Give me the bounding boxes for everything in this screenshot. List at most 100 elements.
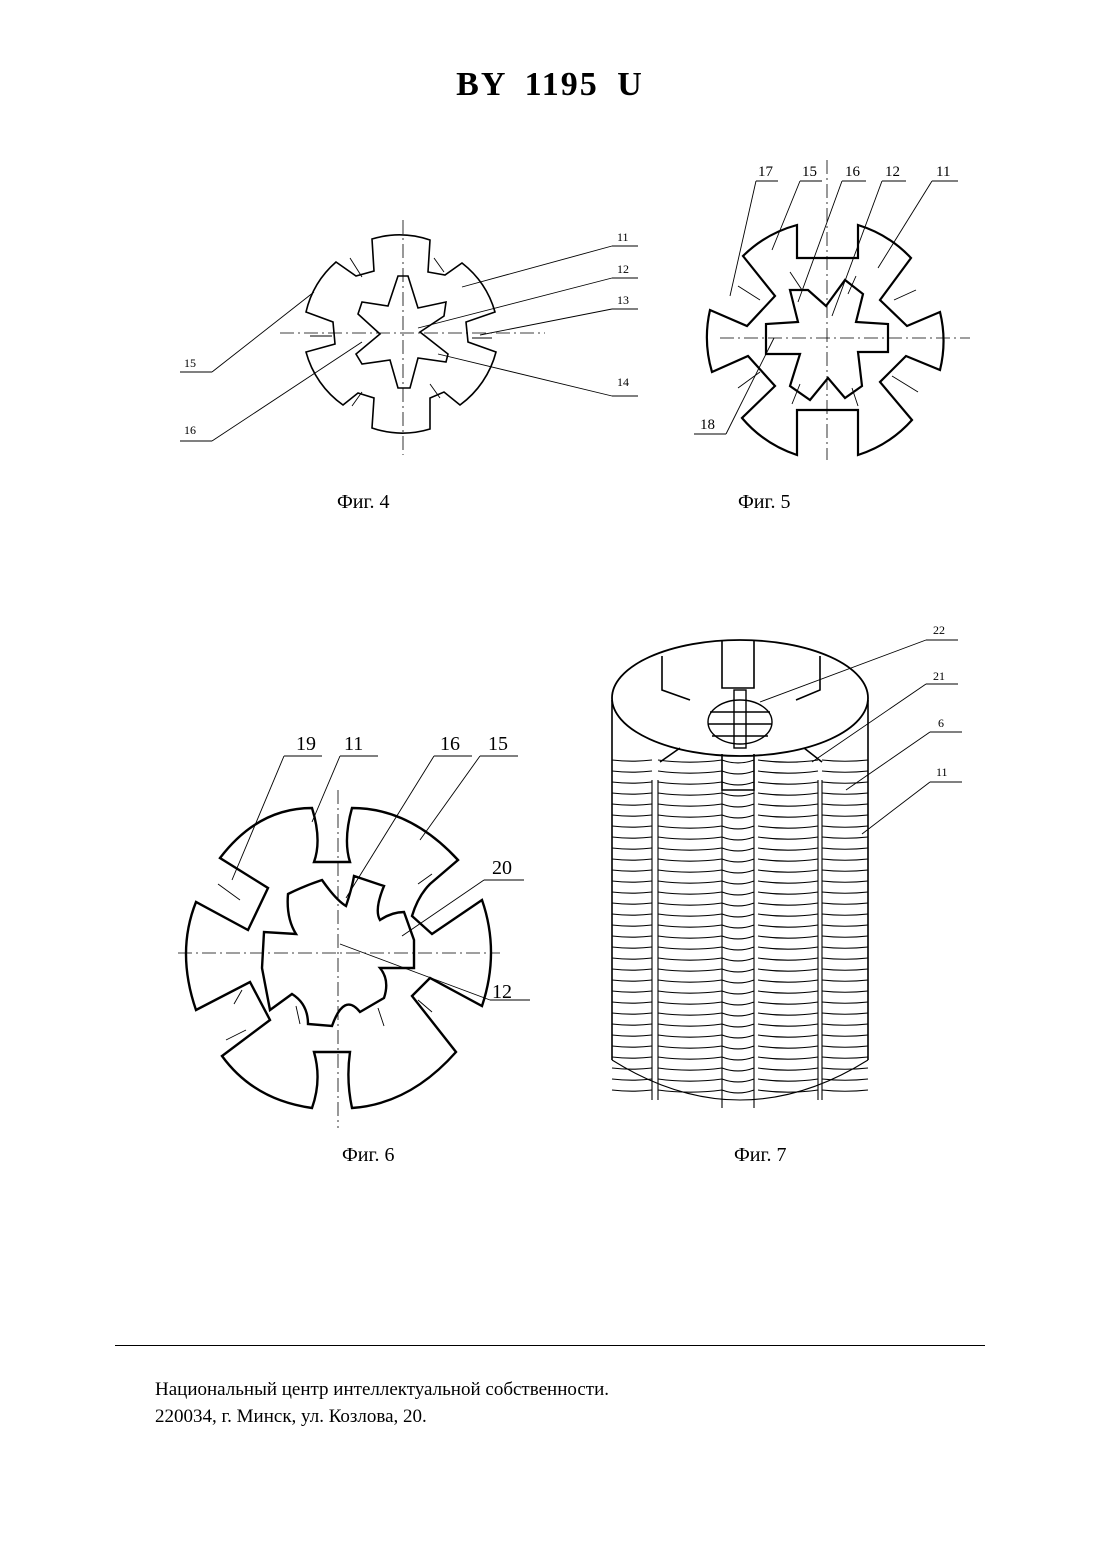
footer-divider — [115, 1345, 985, 1346]
fig7-lamination-line — [658, 958, 722, 960]
fig7-bottom-edge — [612, 1060, 868, 1100]
fig7-lamination-line — [612, 958, 652, 959]
fig7-lamination-line — [612, 1068, 652, 1069]
fig7-lamination-line — [658, 771, 722, 773]
footer: Национальный центр интеллектуальной собс… — [155, 1376, 609, 1430]
fig7-lamination-line — [722, 1024, 754, 1027]
fig7-lamination-line — [758, 760, 818, 762]
fig7-lamination-line — [722, 760, 754, 763]
fig7-lamination-line — [722, 771, 754, 774]
fig7-lamination-line — [612, 1035, 652, 1036]
fig7-lamination-line — [822, 804, 868, 805]
fig7-lamination-line — [758, 991, 818, 993]
fig7-caption: Фиг. 7 — [734, 1144, 786, 1167]
fig7-lamination-line — [722, 903, 754, 906]
fig7-lamination-line — [758, 782, 818, 784]
fig7-lamination-line — [822, 969, 868, 970]
figure-4-labels: 11 12 13 14 15 16 — [184, 230, 629, 437]
fig7-lamination-line — [658, 936, 722, 938]
fig7-lamination-line — [612, 903, 652, 904]
figure-6-drawing — [178, 756, 530, 1128]
fig7-lamination-line — [722, 859, 754, 862]
fig7-lamination-line — [722, 925, 754, 928]
fig5-label: 11 — [936, 164, 950, 180]
figure-7-drawing — [612, 640, 962, 1108]
fig7-lamination-line — [722, 892, 754, 895]
figure-5-drawing — [694, 160, 970, 460]
fig7-lamination-line — [612, 1046, 652, 1047]
fig7-lamination-line — [612, 1057, 652, 1058]
fig7-lamination-line — [612, 1013, 652, 1014]
fig7-lamination-line — [822, 925, 868, 926]
fig4-label: 14 — [617, 375, 629, 389]
fig7-lamination-line — [612, 1024, 652, 1025]
fig7-lamination-line — [758, 804, 818, 806]
fig7-lamination-line — [658, 859, 722, 861]
fig7-lamination-line — [658, 1068, 722, 1070]
figure-7-labels: 22 21 6 11 — [933, 623, 948, 779]
fig7-lamination-line — [822, 859, 868, 860]
fig7-lamination-line — [612, 914, 652, 915]
fig7-lamination-line — [822, 1068, 868, 1069]
fig7-lamination-line — [822, 782, 868, 783]
fig7-lamination-line — [758, 848, 818, 850]
fig7-lamination-line — [658, 1024, 722, 1026]
fig7-laminations — [612, 760, 868, 1108]
fig5-outer-disc — [707, 225, 944, 455]
fig7-lamination-line — [758, 914, 818, 916]
fig7-lamination-line — [758, 1090, 818, 1092]
fig6-outer-disc — [186, 808, 491, 1108]
fig7-lamination-line — [822, 793, 868, 794]
fig7-label: 6 — [938, 716, 944, 730]
fig7-lamination-line — [658, 1013, 722, 1015]
fig7-lamination-line — [658, 914, 722, 916]
fig7-lamination-line — [758, 881, 818, 883]
fig7-lamination-line — [722, 793, 754, 796]
fig7-lamination-line — [758, 958, 818, 960]
figure-4-drawing — [180, 220, 638, 455]
fig7-lamination-line — [722, 991, 754, 994]
fig7-lamination-line — [758, 1068, 818, 1070]
fig7-lamination-line — [658, 980, 722, 982]
fig7-lamination-line — [822, 936, 868, 937]
fig7-lamination-line — [612, 1002, 652, 1003]
fig7-lamination-line — [822, 870, 868, 871]
fig7-lamination-line — [758, 1035, 818, 1037]
fig7-lamination-line — [612, 837, 652, 838]
fig7-lamination-line — [722, 870, 754, 873]
fig7-lamination-line — [722, 1068, 754, 1071]
fig5-label: 17 — [758, 164, 774, 180]
fig7-lamination-line — [612, 1079, 652, 1080]
fig7-lamination-line — [758, 859, 818, 861]
fig5-label: 18 — [700, 417, 715, 433]
fig7-lamination-line — [658, 782, 722, 784]
fig7-lamination-line — [822, 958, 868, 959]
fig7-lamination-line — [722, 815, 754, 818]
fig7-lamination-line — [822, 1046, 868, 1047]
fig7-lamination-line — [722, 914, 754, 917]
fig7-lamination-line — [822, 1013, 868, 1014]
fig7-lamination-line — [822, 881, 868, 882]
fig7-lamination-line — [612, 969, 652, 970]
fig7-lamination-line — [822, 837, 868, 838]
fig7-lamination-line — [658, 793, 722, 795]
fig7-lamination-line — [612, 892, 652, 893]
fig7-lamination-line — [612, 782, 652, 783]
fig7-lamination-line — [722, 980, 754, 983]
fig7-lamination-line — [822, 1024, 868, 1025]
fig7-lamination-line — [758, 947, 818, 949]
fig7-lamination-line — [612, 848, 652, 849]
fig7-lamination-line — [722, 837, 754, 840]
fig7-lamination-line — [822, 1057, 868, 1058]
fig7-lamination-line — [722, 881, 754, 884]
fig7-lamination-line — [822, 1002, 868, 1003]
fig7-lamination-line — [758, 936, 818, 938]
fig7-lamination-line — [822, 1090, 868, 1091]
fig7-top-face — [612, 640, 868, 756]
fig6-label: 15 — [488, 733, 508, 755]
fig7-lamination-line — [658, 969, 722, 971]
fig7-lamination-line — [722, 958, 754, 961]
fig7-lamination-line — [758, 837, 818, 839]
fig4-caption: Фиг. 4 — [337, 491, 389, 514]
fig7-lamination-line — [612, 980, 652, 981]
